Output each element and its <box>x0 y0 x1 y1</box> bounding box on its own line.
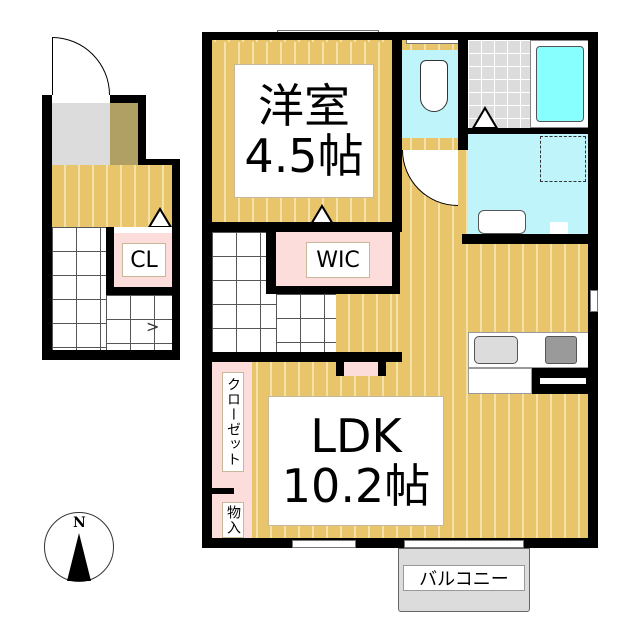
sink-icon <box>478 210 526 234</box>
western-room-size: 4.5帖 <box>244 129 364 183</box>
balcony-label: バルコニー <box>403 565 525 591</box>
compass: N <box>44 512 114 582</box>
toilet-icon <box>420 60 448 112</box>
compass-north-label: N <box>73 515 86 531</box>
storage-label: 物入 <box>222 502 244 538</box>
main-unit: 洋室 4.5帖 WIC クローゼット 物入 LDK 10.2帖 <box>202 30 598 548</box>
stairs-down[interactable] <box>52 227 106 350</box>
entrance-door[interactable] <box>52 37 110 95</box>
fridge-space <box>468 368 532 394</box>
north-arrow-icon <box>67 533 91 581</box>
ldk-window-balcony[interactable] <box>404 540 524 548</box>
ldk-label: LDK 10.2帖 <box>268 396 444 526</box>
ldk-name: LDK <box>310 409 402 463</box>
wic-label: WIC <box>306 242 370 278</box>
bathtub-icon <box>536 46 584 122</box>
shoe-cabinet <box>110 103 138 165</box>
western-room-label: 洋室 4.5帖 <box>234 64 374 198</box>
cl-label: CL <box>122 243 166 277</box>
entrance-section: CL > <box>42 37 180 360</box>
ldk-size: 10.2帖 <box>281 459 431 513</box>
kitchen-sink-icon[interactable] <box>474 336 518 364</box>
hallway-floor <box>52 165 172 227</box>
closet-label: クローゼット <box>222 372 244 472</box>
ldk-window-left[interactable] <box>292 540 356 548</box>
western-room-name: 洋室 <box>258 79 350 133</box>
stairs-up[interactable] <box>212 232 276 352</box>
stairs-arrow-icon: > <box>146 317 160 336</box>
washing-machine-space <box>540 136 586 182</box>
balcony[interactable]: バルコニー <box>398 548 530 612</box>
genkan-floor <box>52 103 110 165</box>
stove-icon[interactable] <box>545 336 577 364</box>
